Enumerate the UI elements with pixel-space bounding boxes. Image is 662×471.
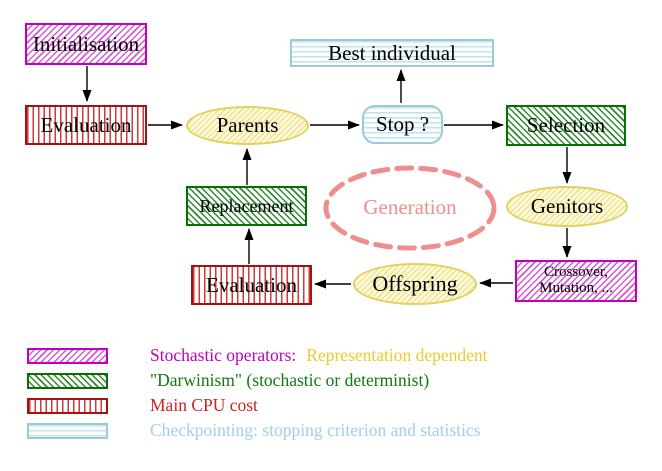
node-best-individual: Best individual	[290, 39, 494, 67]
node-crossover-line1: Crossover,	[544, 264, 608, 281]
legend-label-stochastic: Stochastic operators:	[150, 345, 297, 365]
node-initialisation-label: Initialisation	[32, 31, 140, 56]
legend-row-checkpointing: Checkpointing: stopping criterion and st…	[27, 420, 481, 440]
node-evaluation-top: Evaluation	[25, 105, 147, 145]
node-selection: Selection	[506, 105, 626, 146]
node-replacement: Replacement	[186, 186, 307, 226]
node-selection-label: Selection	[526, 113, 606, 138]
node-parents: Parents	[186, 106, 309, 145]
legend-row-stochastic: Stochastic operators: Representation dep…	[27, 345, 488, 365]
legend-label-representation: Representation dependent	[306, 345, 488, 365]
node-genitors: Genitors	[506, 186, 628, 227]
legend-swatch-stochastic-operators	[27, 347, 108, 364]
node-offspring-label: Offspring	[372, 271, 458, 297]
legend-swatch-checkpointing	[27, 422, 108, 439]
node-evaluation-bottom: Evaluation	[191, 265, 312, 305]
node-best-individual-label: Best individual	[328, 40, 456, 65]
node-initialisation: Initialisation	[25, 23, 147, 65]
node-crossover-mutation: Crossover, Mutation, ...	[515, 260, 637, 302]
legend-row-darwinism: "Darwinism" (stochastic or determinist)	[27, 370, 430, 390]
legend-label-darwinism: "Darwinism" (stochastic or determinist)	[150, 370, 430, 390]
legend-label-checkpointing: Checkpointing: stopping criterion and st…	[150, 420, 481, 440]
legend-swatch-darwinism	[27, 372, 108, 389]
node-parents-label: Parents	[216, 113, 279, 138]
node-evaluation-top-label: Evaluation	[40, 112, 132, 137]
node-stop-label: Stop ?	[375, 112, 430, 137]
node-evaluation-bottom-label: Evaluation	[206, 272, 297, 297]
node-offspring: Offspring	[353, 263, 477, 305]
node-genitors-label: Genitors	[530, 194, 604, 219]
legend-swatch-cpu-cost	[27, 397, 108, 414]
generation-cycle-label: Generation	[363, 195, 457, 219]
legend-row-cpu-cost: Main CPU cost	[27, 395, 258, 415]
node-replacement-label: Replacement	[199, 195, 294, 216]
node-crossover-line2: Mutation, ...	[539, 280, 613, 296]
node-stop: Stop ?	[362, 105, 443, 144]
legend-label-cpu-cost: Main CPU cost	[150, 395, 258, 415]
